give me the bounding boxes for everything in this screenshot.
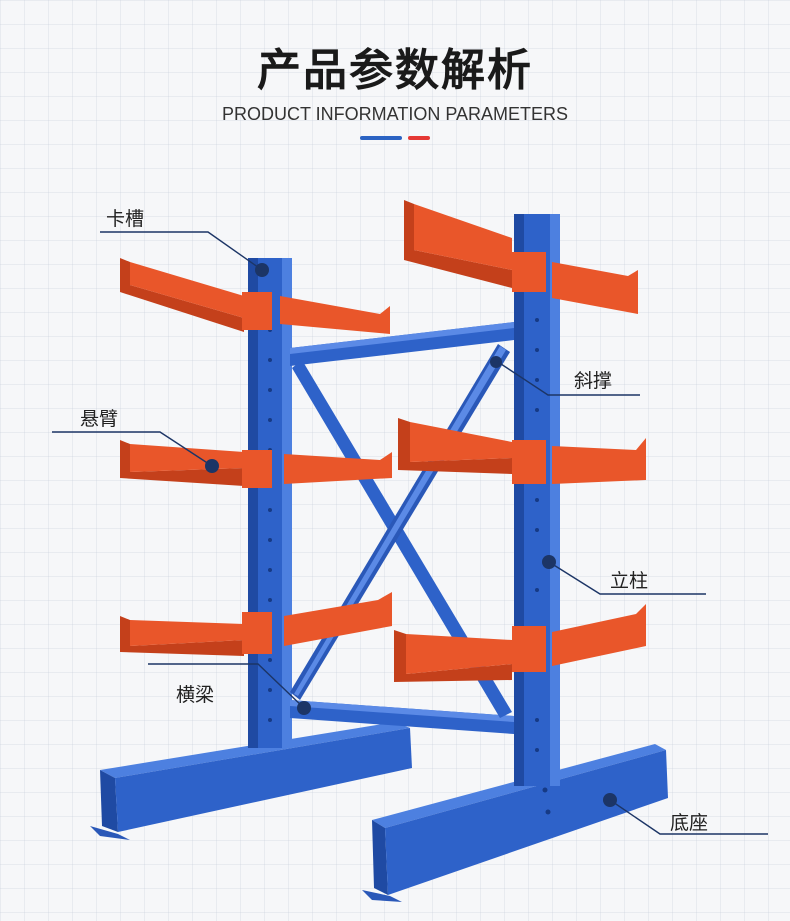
horizontal-beams [290,322,514,734]
arm-callout-line [52,431,213,467]
left-column [248,258,292,748]
base-callout-line [609,799,768,835]
page-subtitle: PRODUCT INFORMATION PARAMETERS [221,104,569,124]
label-base: 底座 [670,812,709,834]
brace-marker-dot [490,356,502,368]
label-beam: 横梁 [176,684,215,706]
label-brace: 斜撑 [574,370,613,392]
left-arms [120,258,392,656]
left-base [90,722,412,840]
accent-bar-blue [360,136,402,140]
accent-bar-red [408,136,430,140]
brace-callout-line [497,361,640,396]
right-column [514,214,560,786]
label-slot: 卡槽 [106,208,145,230]
page-title: 产品参数解析 [257,45,533,96]
label-column: 立柱 [610,570,649,592]
beam-callout-line [148,663,305,709]
callout-lines [52,231,768,835]
right-arms [394,200,646,682]
label-arm: 悬臂 [80,408,119,430]
column-callout-line [548,561,706,595]
slot-callout-line [100,231,263,271]
